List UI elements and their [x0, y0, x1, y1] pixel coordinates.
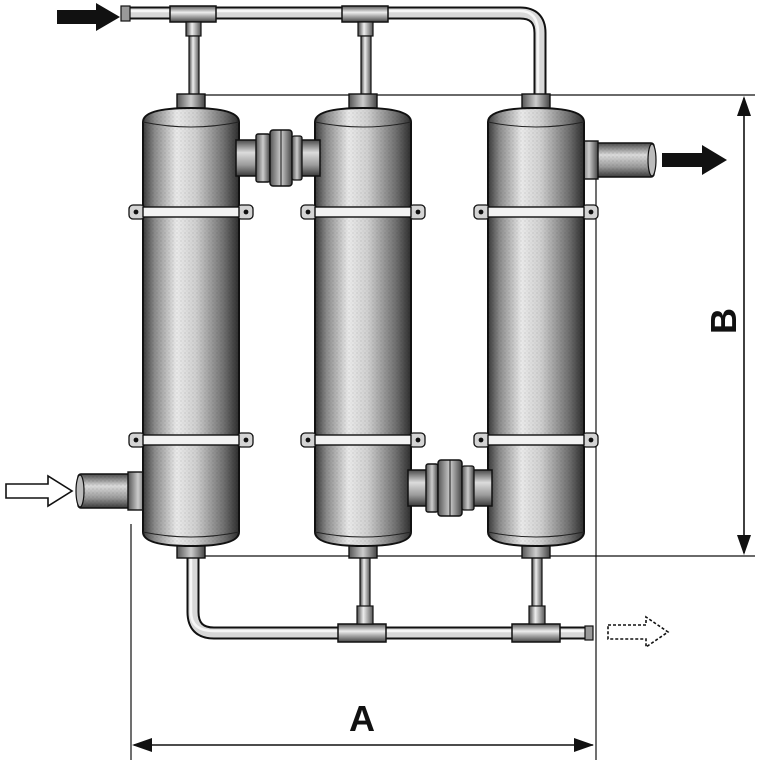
vessel-top-seam [142, 121, 240, 128]
vessel-1 [128, 93, 254, 559]
dimension-b-arrow-bottom [737, 535, 751, 555]
dimension-a-label: A [349, 698, 375, 739]
bottom-header-pipe [186, 556, 594, 643]
top-tee-middle [341, 5, 389, 23]
vessel-mounting-clamp [473, 204, 599, 220]
top-vertical-pipes [185, 21, 374, 99]
bottom-tee-right [511, 623, 561, 643]
hot-inlet-arrow-icon [57, 3, 120, 31]
left-inlet-pipe [75, 471, 151, 511]
vessel-top-seam [487, 121, 585, 128]
vessel-texture [143, 108, 239, 546]
vessel-3 [473, 93, 599, 559]
vessel-top-cap [521, 93, 551, 109]
vessel-mounting-clamp [300, 432, 426, 448]
top-header-pipe [120, 5, 547, 98]
vessel-texture [488, 108, 584, 546]
vessel-texture [315, 108, 411, 546]
dimension-arrowheads [132, 96, 751, 752]
vessel-mounting-clamp [300, 204, 426, 220]
dimension-a-arrow-right [574, 738, 594, 752]
top-tee-left [169, 5, 217, 23]
hot-outlet-arrow-icon [662, 145, 727, 175]
dimension-b-arrow-top [737, 96, 751, 116]
right-outlet-pipe [579, 140, 657, 180]
vessel-2 [300, 93, 426, 559]
dimension-lines [130, 94, 755, 760]
bottom-tee-middle [337, 623, 387, 643]
vessel-mounting-clamp [473, 432, 599, 448]
vessel-top-cap [348, 93, 378, 109]
vessels-group [128, 93, 599, 559]
union-coupling-lower [407, 459, 493, 517]
cold-outlet-arrow-icon [607, 615, 670, 649]
bottom-vertical-pipes [356, 555, 546, 625]
union-coupling-upper [235, 129, 321, 187]
vessel-bottom-seam [314, 531, 412, 538]
cold-inlet-arrow-icon [5, 474, 74, 508]
vessel-top-seam [314, 121, 412, 128]
vessel-mounting-clamp [128, 432, 254, 448]
vessel-bottom-seam [142, 531, 240, 538]
dimension-b-label: B [703, 308, 744, 334]
vessel-top-cap [176, 93, 206, 109]
vessel-mounting-clamp [128, 204, 254, 220]
vessel-bottom-seam [487, 531, 585, 538]
dimension-a-arrow-left [132, 738, 152, 752]
